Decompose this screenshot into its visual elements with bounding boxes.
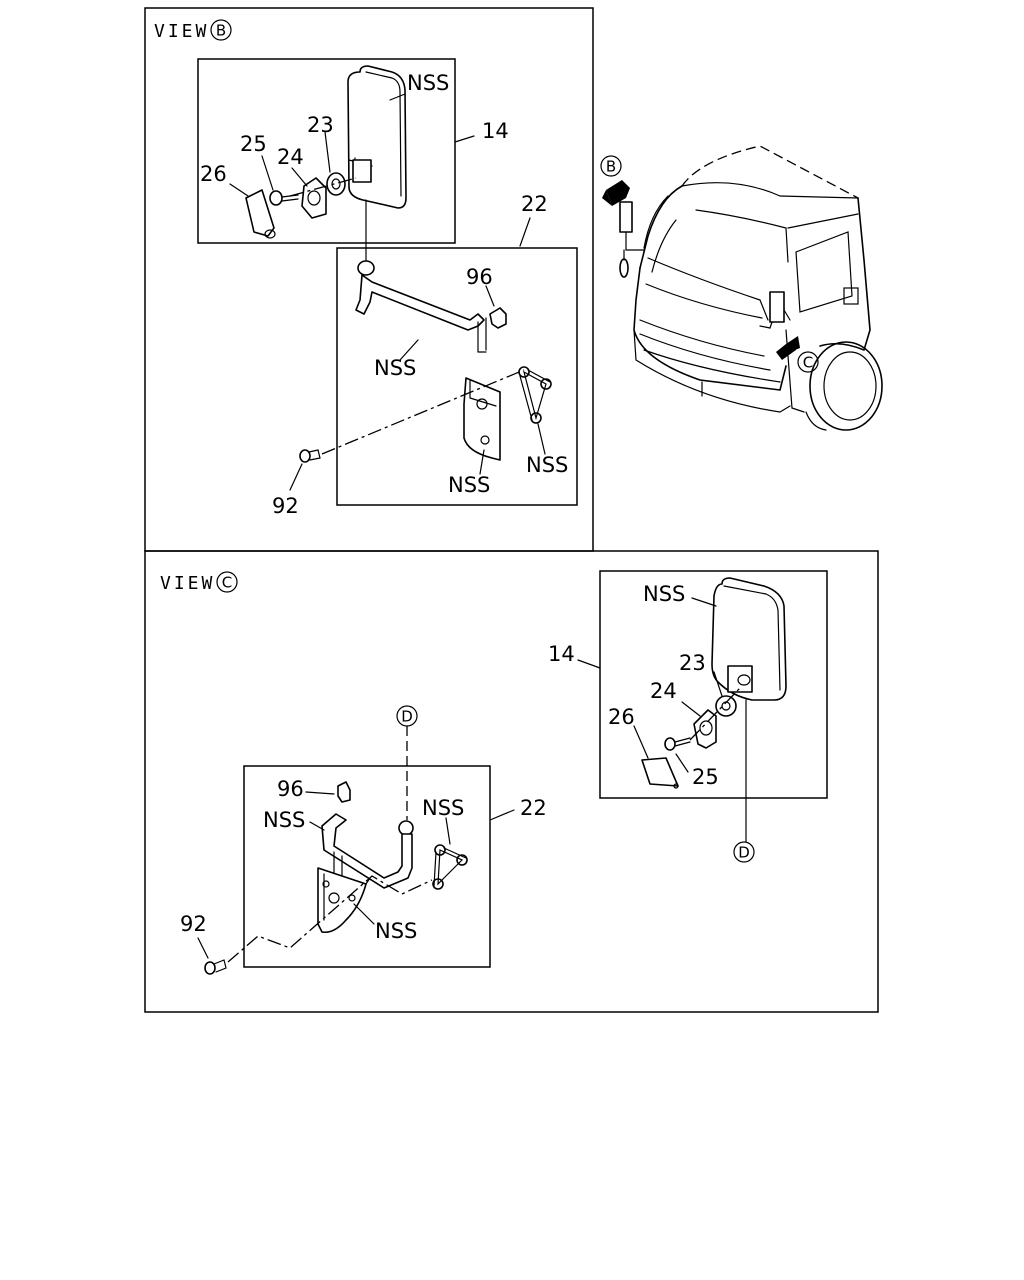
view-b-label-14: 14 <box>482 119 509 143</box>
view-b-title-circle <box>210 19 232 41</box>
view-c-part-92 <box>204 959 227 975</box>
view-c-arrow: C <box>776 336 819 373</box>
view-c-stay-rod <box>321 813 414 889</box>
view-c-label-96: 96 <box>277 777 304 801</box>
view-c-bracket <box>317 867 371 934</box>
view-b-label-23: 23 <box>307 113 334 137</box>
view-c-label-nss-mirror: NSS <box>643 582 685 606</box>
truck-mirror-right <box>759 291 791 329</box>
view-c-part-26 <box>641 757 679 789</box>
view-c-stay-box <box>243 765 491 968</box>
view-c-label-24: 24 <box>650 679 677 703</box>
truck-cab <box>633 145 883 431</box>
view-b-label-nss-bracket: NSS <box>448 473 490 497</box>
view-b-label-nss-links: NSS <box>526 453 568 477</box>
view-c-label-22: 22 <box>520 796 547 820</box>
view-c-title-word: VIEW <box>160 573 215 594</box>
view-b-mirror-box <box>197 58 456 244</box>
view-c-label-nss-rod: NSS <box>263 808 305 832</box>
view-b-mirror-head <box>347 65 407 209</box>
view-c-label-23: 23 <box>679 651 706 675</box>
view-c-mirror-box <box>599 570 828 799</box>
view-b-part-23 <box>326 172 346 196</box>
view-c-mirror-axis <box>689 687 741 741</box>
view-b-mirror-leaders <box>229 93 475 197</box>
view-b-label-96: 96 <box>466 265 493 289</box>
view-b-stay-leaders <box>289 217 546 491</box>
view-c-title-letter: C <box>222 574 232 592</box>
view-c-mirror-leaders <box>577 597 723 773</box>
view-b-stay-box <box>336 247 578 506</box>
view-b-part-25 <box>269 190 299 206</box>
view-c-mirror-head <box>711 577 787 701</box>
view-b-label-92: 92 <box>272 494 299 518</box>
view-c-title: VIEW C <box>160 571 238 594</box>
view-b-title-letter: B <box>216 22 226 40</box>
view-b-label-nss-rod: NSS <box>374 356 416 380</box>
view-c-label-26: 26 <box>608 705 635 729</box>
view-c-frame <box>144 550 879 1013</box>
view-c-links <box>432 844 468 890</box>
truck-mirror-left <box>619 201 645 278</box>
view-b-title: VIEW B <box>154 19 232 42</box>
view-b-mirror-axis <box>289 177 357 197</box>
view-b-bolt-axis <box>321 369 525 455</box>
view-c-ref-d-top: D <box>401 708 413 726</box>
view-b-part-96 <box>489 307 507 329</box>
view-b-label-25: 25 <box>240 132 267 156</box>
view-c-ref-d-bottom-circle <box>733 841 755 863</box>
view-b-label-nss-mirror: NSS <box>407 71 449 95</box>
view-b-bracket <box>463 377 501 461</box>
view-b-label-26: 26 <box>200 162 227 186</box>
view-b-part-92 <box>299 449 321 463</box>
view-b-links <box>518 366 552 424</box>
view-c-stay-leaders <box>197 791 515 959</box>
view-b-label-24: 24 <box>277 145 304 169</box>
view-b-label-22: 22 <box>521 192 548 216</box>
truck-arrow-c-letter: C <box>803 354 813 372</box>
view-c-ref-d-bottom: D <box>738 844 750 862</box>
view-c-title-circle <box>216 571 238 593</box>
view-c-label-14: 14 <box>548 642 575 666</box>
view-c-part-23 <box>715 695 737 717</box>
view-c-label-25: 25 <box>692 765 719 789</box>
frames <box>144 7 879 1013</box>
view-c-label-nss-links: NSS <box>422 796 464 820</box>
view-b-part-26 <box>245 189 276 239</box>
view-c-part-96 <box>337 781 351 803</box>
view-c-bolt-axis <box>227 875 433 963</box>
view-b-stay-rod <box>355 260 487 353</box>
truck-arrow-b-letter: B <box>606 158 616 176</box>
view-b-title-word: VIEW <box>154 21 209 42</box>
view-c-part-25 <box>664 737 691 751</box>
view-c-label-nss-bracket: NSS <box>375 919 417 943</box>
view-c-label-92: 92 <box>180 912 207 936</box>
view-b-arrow: B <box>600 155 630 206</box>
